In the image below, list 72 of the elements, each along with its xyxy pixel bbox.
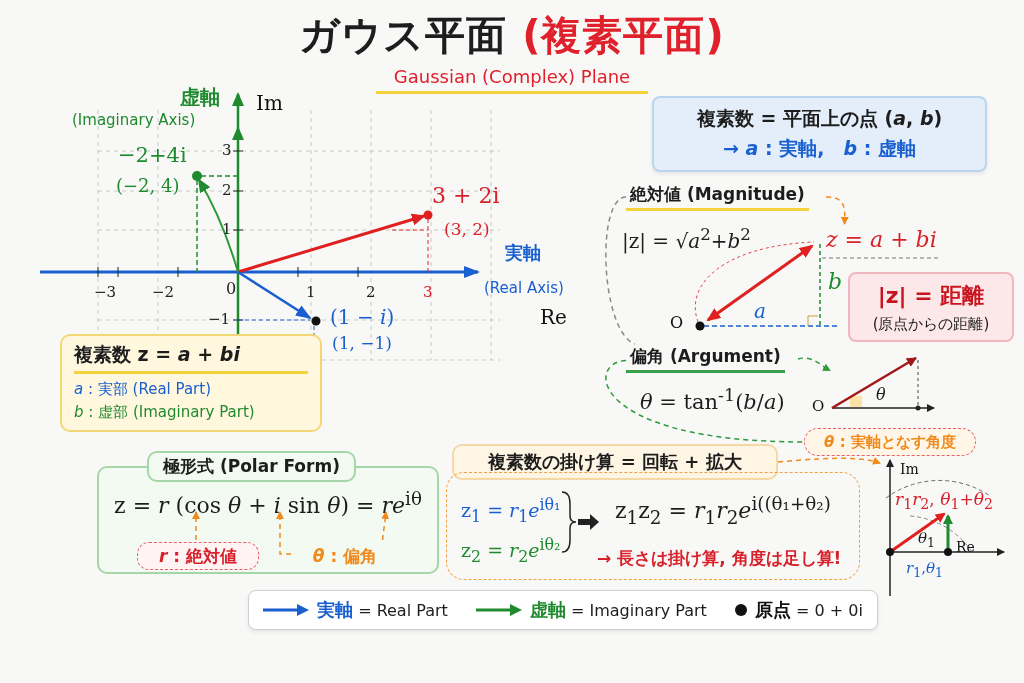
card-heading: 極形式 (Polar Form): [147, 451, 356, 482]
modulus-label-tag: [137, 542, 259, 570]
math-label: −3: [94, 284, 117, 301]
math-label: Re: [956, 540, 975, 556]
arrow: [777, 457, 881, 465]
math-label: O: [812, 398, 825, 415]
legend-text: 原点 = 0 + 0i: [754, 598, 863, 622]
axis-label: (Imaginary Axis): [72, 112, 196, 129]
card-text: → a : 実軸, b : 虚軸: [723, 136, 916, 161]
subtitle: Gaussian (Complex) Plane: [375, 66, 649, 94]
card-text: 複素数 = 平面上の点 (a, b): [696, 106, 943, 131]
math-label: 3: [222, 142, 232, 159]
formula-text: z$_{2}$ = r$_{2}$e$^{iθ₂}$: [461, 535, 561, 567]
math-label: a: [754, 300, 766, 322]
formula-text: z = a + bi: [826, 226, 937, 252]
title: ガウス平面 (複素平面): [299, 11, 725, 60]
math-label: 1: [222, 221, 232, 238]
axis-label: (Real Axis): [484, 280, 564, 297]
math-label: (3, 2): [444, 220, 490, 239]
math-label: −2+4i: [118, 144, 187, 168]
math-label: r$_{1}$,θ$_{1}$: [906, 560, 943, 580]
legend-text: 虚軸 = Imaginary Part: [529, 598, 707, 622]
label-text: r : 絶対値: [159, 544, 237, 568]
math-label: Re: [540, 306, 567, 328]
math-label: b: [828, 270, 843, 295]
math-label: 1: [306, 284, 316, 301]
card-text: a : 実部 (Real Part): [74, 380, 212, 399]
math-label: Im: [900, 462, 919, 478]
connector-line: [605, 196, 636, 345]
math-label: −2: [152, 284, 175, 301]
card-text: (原点からの距離): [872, 314, 990, 334]
arrow: [797, 357, 831, 372]
arrow: [825, 196, 849, 225]
connector-line: [605, 359, 805, 443]
math-label: O: [670, 314, 684, 332]
arrow: [276, 511, 292, 555]
distance-card: [848, 272, 1014, 342]
formula-text: z$_{1}$ = r$_{1}$e$^{iθ₁}$: [461, 495, 561, 527]
math-label: |z| = √a$^{2}$+b$^{2}$: [622, 226, 751, 252]
axis-label: 実軸: [505, 243, 541, 263]
math-label: 2: [366, 284, 376, 301]
math-label: 3 + 2i: [432, 184, 500, 209]
formula-text: z$_{1}$z$_{2}$ = r$_{1}$r$_{2}$e$^{i((θ₁+θ₂)}$: [615, 493, 831, 528]
angle-label-tag: [804, 428, 976, 456]
info-card: [652, 96, 987, 172]
math-label: θ: [876, 386, 886, 404]
math-label: θ$_{1}$: [918, 530, 935, 550]
math-label: (1 − i): [330, 306, 395, 328]
math-label: θ = tan$^{-1}$(b/a): [640, 386, 785, 415]
label-text: θ : 偏角: [312, 544, 378, 568]
label-text: 複素数の掛け算 = 回転 + 拡大: [488, 450, 742, 474]
card-text: b : 虚部 (Imaginary Part): [74, 403, 256, 422]
math-label: Im: [256, 92, 283, 114]
multiplication-heading-tab: [452, 444, 778, 480]
math-label: 2: [222, 182, 232, 199]
math-label: 0: [226, 280, 237, 298]
math-label: r$_{1}$r$_{2}$, θ$_{1}$+θ$_{2}$: [895, 490, 993, 513]
axis-label: 虚軸: [180, 86, 220, 108]
card-text: |z| = 距離: [877, 281, 985, 311]
definition-card: [60, 334, 322, 432]
arrow: [381, 511, 390, 541]
heading-text: 偏角 (Argument): [626, 345, 785, 373]
legend-text: 実軸 = Real Part: [317, 598, 448, 622]
card-heading: 複素数 z = a + bi: [74, 342, 308, 374]
arrow: [192, 511, 200, 541]
formula-text: z = r (cos θ + i sin θ) = re$^{iθ}$: [113, 488, 423, 519]
math-label: 3: [423, 284, 433, 301]
math-label: (−2, 4): [116, 176, 180, 196]
label-text: θ : 実軸となす角度: [824, 432, 956, 452]
heading-text: 絶対値 (Magnitude): [626, 183, 809, 211]
math-label: −1: [208, 311, 231, 328]
note-text: → 長さは掛け算, 角度は足し算!: [597, 547, 842, 570]
